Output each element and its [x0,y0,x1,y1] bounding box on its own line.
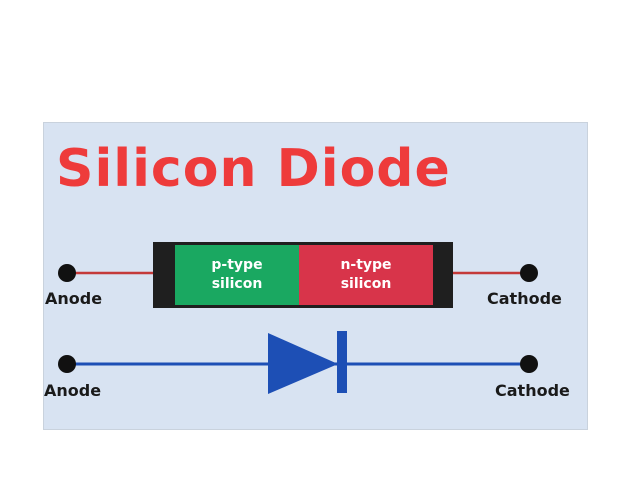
n-type-label-line1: n-type [340,257,392,273]
n-type-region [299,245,433,305]
n-type-label-line2: silicon [340,276,392,292]
cathode-label-top: Cathode [487,289,562,308]
symbol-anode-dot [58,355,76,373]
p-type-label: p-type silicon [175,256,299,294]
p-type-label-line1: p-type [211,257,263,273]
diagram-title: Silicon Diode [56,139,451,199]
anode-label-top: Anode [45,289,103,308]
cathode-terminal-dot [520,264,538,282]
anode-label-bottom: Anode [44,381,102,400]
anode-terminal-dot [58,264,76,282]
symbol-cathode-dot [520,355,538,373]
n-type-label: n-type silicon [299,256,433,294]
p-type-region [175,245,299,305]
cathode-label-bottom: Cathode [495,381,570,400]
diode-cathode-bar [337,331,347,393]
diode-triangle-symbol [268,333,338,394]
p-type-label-line2: silicon [211,276,263,292]
